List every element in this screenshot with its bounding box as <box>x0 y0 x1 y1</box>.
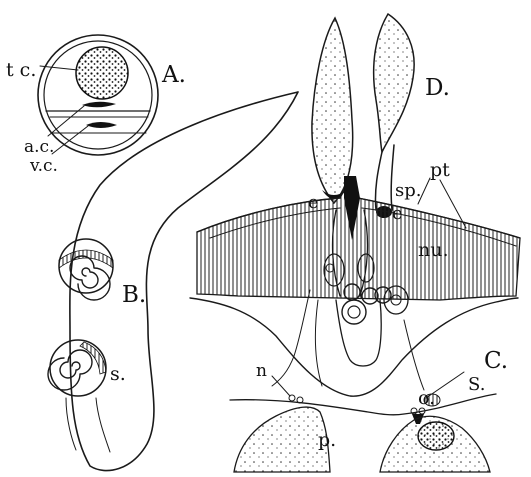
panel-c-label: C. <box>484 348 508 374</box>
label-p: p. <box>318 429 336 451</box>
panel-d: D. e sp. e <box>308 14 450 224</box>
tube-cell-nucleus <box>76 47 128 99</box>
label-nu: nu. <box>418 239 449 261</box>
label-sperm: s. <box>110 363 126 385</box>
label-o: o. <box>418 387 435 409</box>
panel-c: C. pt nu. n p. o. S. <box>190 159 520 472</box>
ventral-cell-nucleus <box>86 122 117 128</box>
sperm-in-chamber <box>342 300 366 324</box>
label-antheridial-cell: a.c. <box>24 137 54 157</box>
spiral-sperm-upper <box>59 239 113 300</box>
label-n: n <box>256 361 267 381</box>
label-sp: sp. <box>395 180 421 201</box>
spiral-sperm-lower <box>48 340 106 396</box>
label-s-c: S. <box>468 374 485 395</box>
label-tube-cell: t c. <box>6 59 36 81</box>
neck-cell-boundary <box>230 394 496 415</box>
sperm-left <box>312 18 353 203</box>
archegonium-left <box>234 407 330 472</box>
panel-d-label: D. <box>425 75 450 101</box>
antheridial-cell-nucleus <box>82 102 116 108</box>
egg-nucleus <box>418 422 454 450</box>
sperm-right <box>374 14 414 152</box>
label-ventral-cell: v.c. <box>29 156 58 176</box>
label-pt: pt <box>430 159 450 181</box>
panel-a-label: A. <box>161 62 186 88</box>
panel-a: A. t c. a.c. v.c. <box>6 35 186 176</box>
panel-b-label: B. <box>122 282 146 308</box>
sperm-right-stalk <box>375 145 394 210</box>
